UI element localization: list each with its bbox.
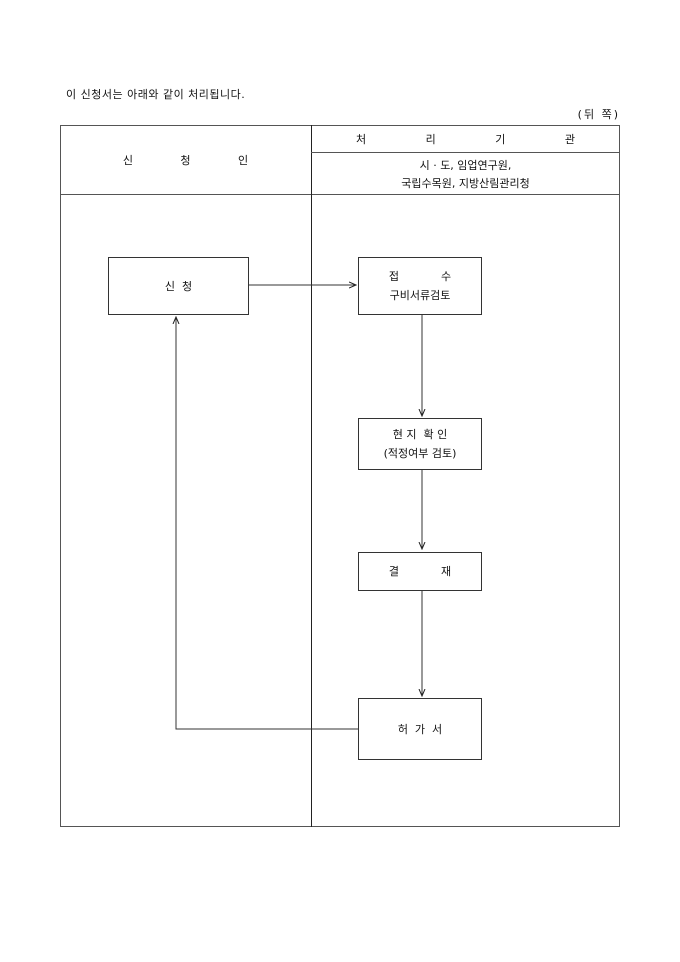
process-table	[60, 125, 620, 827]
permit-label: 허 가 서	[397, 722, 443, 736]
intro-text: 이 신청서는 아래와 같이 처리됩니다.	[66, 88, 246, 101]
side-label: (뒤 쪽)	[577, 108, 620, 121]
approval-box: 결 재	[358, 552, 482, 591]
inspection-box: 현 지 확 인 (적정여부 검토)	[358, 418, 482, 470]
suitability-review-label: (적정여부 검토)	[383, 447, 457, 460]
applicant-header: 신 청 인	[122, 154, 271, 167]
header-divider	[60, 194, 620, 195]
agency-names: 시 · 도, 임업연구원, 국립수목원, 지방산림관리청	[311, 157, 620, 193]
agency-header: 처 리 기 관	[356, 133, 603, 146]
permit-box: 허 가 서	[358, 698, 482, 760]
arrow-permit-to-apply	[176, 317, 358, 730]
agency-names-line1: 시 · 도, 임업연구원,	[419, 159, 512, 172]
approval-label: 결 재	[388, 565, 452, 578]
inspection-label: 현 지 확 인	[392, 428, 448, 441]
receipt-label: 접 수	[388, 270, 452, 283]
document-review-label: 구비서류검토	[389, 289, 451, 302]
apply-box: 신 청	[108, 257, 249, 315]
apply-label: 신 청	[164, 279, 193, 293]
agency-header-divider	[311, 152, 620, 153]
receipt-box: 접 수 구비서류검토	[358, 257, 482, 315]
column-divider	[311, 125, 312, 827]
agency-names-line2: 국립수목원, 지방산림관리청	[401, 177, 530, 190]
